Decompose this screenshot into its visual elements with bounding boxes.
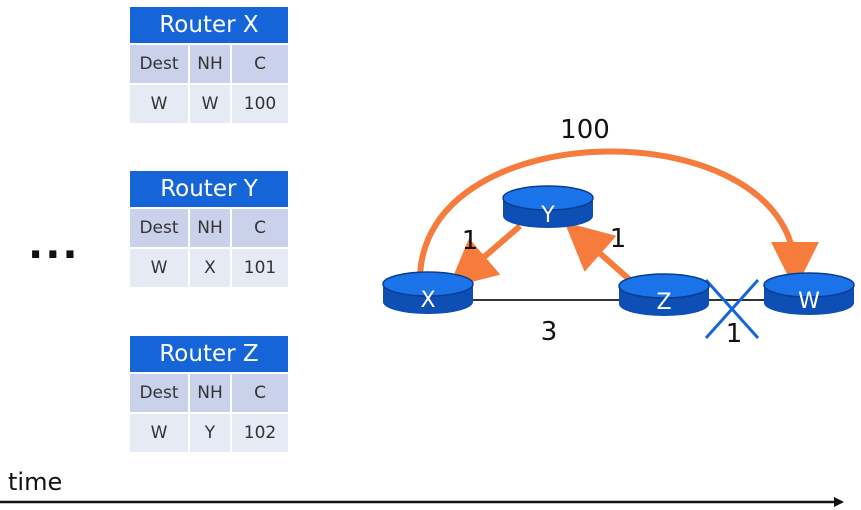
- cell-nh: X: [190, 247, 232, 287]
- header-cost: C: [232, 372, 288, 412]
- node-z-label: Z: [656, 290, 671, 315]
- table-header-row: Dest NH C: [130, 207, 288, 247]
- header-nh: NH: [190, 207, 232, 247]
- node-y-label: Y: [540, 203, 555, 228]
- time-label: time: [8, 468, 63, 496]
- cell-dest: W: [130, 83, 190, 123]
- link-failure-mark: [704, 278, 760, 340]
- router-x-icon: X: [382, 271, 474, 314]
- cell-cost: 101: [232, 247, 288, 287]
- header-nh: NH: [190, 372, 232, 412]
- router-y-icon: Y: [502, 185, 594, 228]
- router-y-table: Router Y Dest NH C W X 101: [130, 171, 288, 287]
- edge-label-x-z: 3: [541, 317, 558, 347]
- router-x-table: Router X Dest NH C W W 100: [130, 7, 288, 123]
- header-dest: Dest: [130, 372, 190, 412]
- table-row: W W 100: [130, 83, 288, 123]
- edge-label-y-x: 1: [462, 226, 479, 256]
- edge-label-z-y: 1: [610, 224, 627, 254]
- cell-nh: W: [190, 83, 232, 123]
- arrow-z-to-y: [564, 222, 632, 283]
- router-w-icon: W: [763, 272, 855, 315]
- ellipsis: ...: [28, 222, 80, 268]
- header-dest: Dest: [130, 43, 190, 83]
- table-title: Router Z: [130, 336, 288, 372]
- arrow-x-to-w: [417, 148, 819, 290]
- header-dest: Dest: [130, 207, 190, 247]
- cell-dest: W: [130, 247, 190, 287]
- cell-cost: 100: [232, 83, 288, 123]
- node-x-label: X: [420, 288, 435, 313]
- table-header-row: Dest NH C: [130, 372, 288, 412]
- table-title: Router X: [130, 7, 288, 43]
- header-nh: NH: [190, 43, 232, 83]
- cell-cost: 102: [232, 412, 288, 452]
- header-cost: C: [232, 43, 288, 83]
- edge-label-z-w: 1: [726, 319, 743, 349]
- cell-dest: W: [130, 412, 190, 452]
- edge-label-x-w: 100: [560, 115, 610, 145]
- table-header-row: Dest NH C: [130, 43, 288, 83]
- header-cost: C: [232, 207, 288, 247]
- table-title: Router Y: [130, 171, 288, 207]
- router-z-icon: Z: [618, 273, 710, 316]
- table-row: W X 101: [130, 247, 288, 287]
- arrow-y-to-x: [448, 223, 522, 288]
- table-row: W Y 102: [130, 412, 288, 452]
- cell-nh: Y: [190, 412, 232, 452]
- node-w-label: W: [798, 289, 820, 314]
- router-z-table: Router Z Dest NH C W Y 102: [130, 336, 288, 452]
